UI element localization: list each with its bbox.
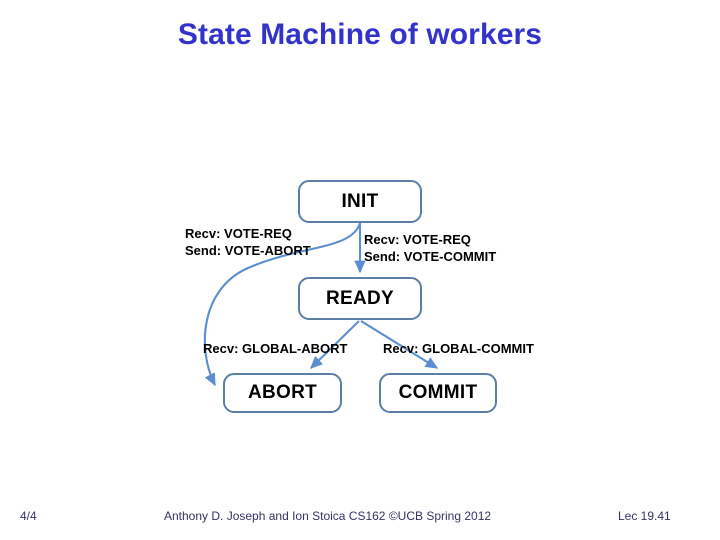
- edge-label-ready-to-commit: Recv: GLOBAL-COMMIT: [383, 341, 534, 356]
- edge-label-line-send: Send: VOTE-ABORT: [185, 243, 311, 259]
- state-node-commit[interactable]: COMMIT: [379, 373, 497, 413]
- footer-lecture-number: Lec 19.41: [618, 509, 671, 523]
- state-node-abort[interactable]: ABORT: [223, 373, 342, 413]
- page-title: State Machine of workers: [177, 18, 543, 51]
- edge-label-init-to-abort: Recv: VOTE-REQ Send: VOTE-ABORT: [185, 225, 311, 259]
- state-node-init[interactable]: INIT: [298, 180, 422, 223]
- edge-label-line-recv: Recv: VOTE-REQ: [185, 226, 292, 241]
- edge-label-ready-to-abort: Recv: GLOBAL-ABORT: [203, 341, 348, 356]
- edge-label-init-to-ready: Recv: VOTE-REQ Send: VOTE-COMMIT: [364, 231, 496, 265]
- state-node-ready[interactable]: READY: [298, 277, 422, 320]
- edge-label-line-recv: Recv: VOTE-REQ: [364, 232, 471, 247]
- footer-attribution: Anthony D. Joseph and Ion Stoica CS162 ©…: [164, 509, 492, 523]
- edge-label-line-send: Send: VOTE-COMMIT: [364, 249, 497, 265]
- footer-page-number: 4/4: [20, 509, 37, 523]
